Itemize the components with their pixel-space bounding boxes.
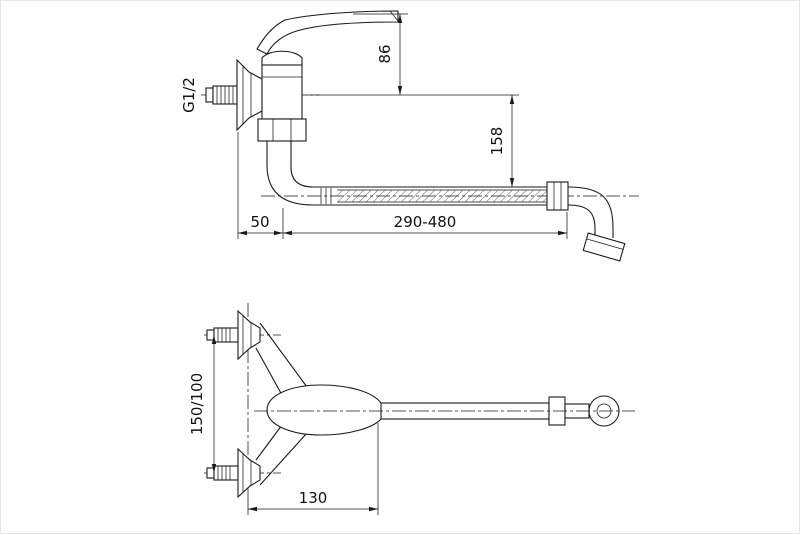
- body-arms: [255, 322, 308, 486]
- central-body: [266, 384, 382, 436]
- dim-label-wall-offset: 50: [250, 213, 269, 231]
- thread-size-label: G1/2: [180, 77, 198, 113]
- elbow-pipe: [266, 141, 314, 206]
- dimension-50-and-reach: 50 290-480: [237, 132, 568, 239]
- coupling-nut: [546, 181, 569, 211]
- dim-label-spout-reach: 290-480: [394, 213, 457, 231]
- side-view: 86 158 50 290-480 G1/2: [180, 10, 639, 262]
- dimension-158: 158: [488, 95, 515, 187]
- dimension-86: 86: [306, 13, 519, 96]
- dim-label-mount-centers: 150/100: [188, 373, 206, 435]
- lower-mount: [206, 447, 261, 499]
- dimension-mount-centers: 150/100: [188, 335, 217, 473]
- thread-stub: [205, 85, 238, 105]
- aerator: [582, 232, 626, 262]
- dim-label-body-length: 130: [299, 489, 328, 507]
- dimension-130: 130: [247, 423, 379, 515]
- dim-label-handle-height: 86: [376, 44, 394, 63]
- dim-label-spout-drop: 158: [488, 127, 506, 156]
- spout-tube: [313, 186, 547, 206]
- lever-handle: [256, 10, 399, 55]
- upper-mount: [206, 309, 261, 361]
- outlet-elbow: [567, 186, 626, 262]
- telescopic-hatch: [337, 190, 547, 202]
- plan-view: 150/100 130: [188, 303, 635, 515]
- faucet-body: [257, 50, 307, 142]
